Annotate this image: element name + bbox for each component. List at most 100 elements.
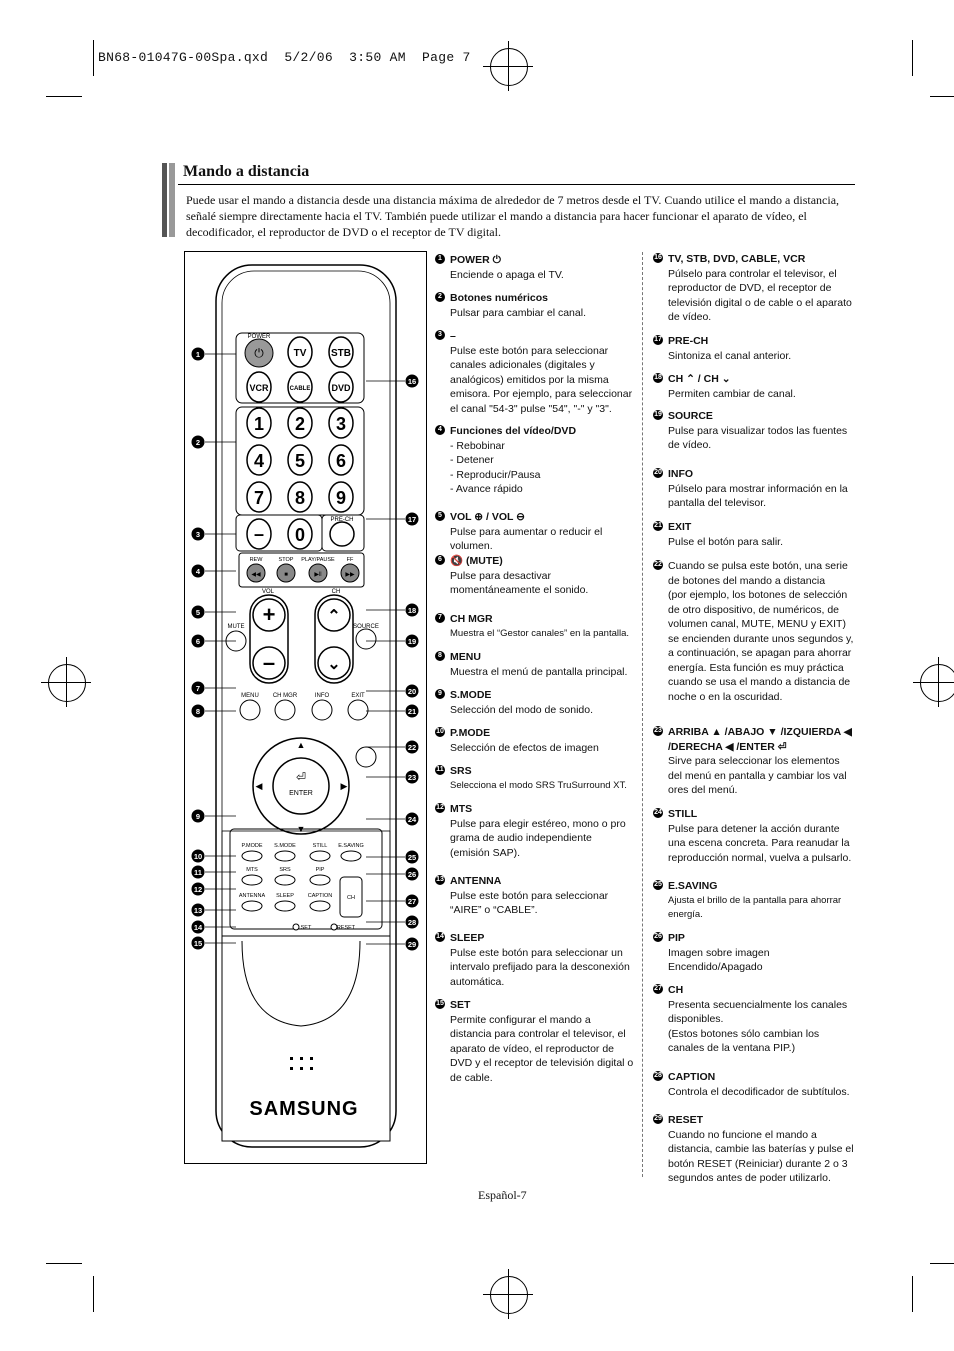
- rew-button[interactable]: [246, 563, 266, 583]
- callout-marker: [191, 936, 205, 950]
- item-text: pantalla del televisor.: [668, 497, 767, 509]
- tv-button: [287, 336, 313, 368]
- item-heading: –: [450, 330, 456, 342]
- pmode-button[interactable]: [241, 850, 263, 862]
- item-text: de otro dispositivo, de numéricos, de: [668, 603, 840, 616]
- callout-number: 11: [194, 868, 202, 877]
- digit-5-button[interactable]: [287, 444, 313, 476]
- svg-text:ENTER: ENTER: [289, 790, 313, 797]
- item-number: 10: [435, 727, 445, 737]
- reset-button[interactable]: [330, 923, 338, 931]
- item-heading: ANTENNA: [450, 875, 502, 887]
- stb-button: [328, 336, 354, 368]
- still-button[interactable]: [309, 850, 331, 862]
- item-text: Selección del modo de sonido.: [450, 703, 594, 716]
- item-heading: E.SAVING: [668, 880, 718, 892]
- digit-7-button[interactable]: [246, 481, 272, 513]
- srs-button[interactable]: [274, 874, 296, 886]
- pip-ch-button[interactable]: [339, 876, 363, 918]
- item-text: distancia para controlar el televisor, e…: [450, 1028, 626, 1040]
- item-heading: SLEEP: [450, 932, 485, 944]
- digit-label: 6: [336, 451, 346, 471]
- file-header: BN68-01047G-00Spa.qxd 5/2/06 3:50 AM Pag…: [98, 50, 471, 65]
- item-heading: SOURCE: [668, 410, 713, 422]
- item-heading: Funciones del vídeo/DVD: [450, 425, 577, 437]
- sleep-label: SLEEP: [276, 893, 294, 899]
- caption-button[interactable]: [309, 900, 331, 912]
- svg-text:▶ll: ▶ll: [314, 572, 321, 578]
- item-text: emisora. Por ejemplo, para seleccionar: [450, 388, 633, 400]
- esaving-button[interactable]: [340, 850, 362, 862]
- callout-number: 4: [196, 567, 201, 576]
- item-number: 16: [653, 253, 663, 263]
- item-heading: CH: [668, 984, 684, 996]
- stop-button[interactable]: [276, 563, 296, 583]
- svg-text:▶▶: ▶▶: [345, 572, 355, 578]
- digit-2-button[interactable]: [287, 407, 313, 439]
- item-number: 24: [653, 808, 663, 818]
- battery-cover: [221, 935, 391, 1142]
- item-text: Ajusta el brillo de la pantalla para aho…: [668, 894, 842, 906]
- item-text: televisión digital o de cable o el apara…: [668, 296, 852, 309]
- item-number: 7: [435, 613, 445, 623]
- item-text: de cable.: [450, 1071, 493, 1084]
- item-number: 19: [653, 410, 663, 420]
- playpause-button[interactable]: [308, 563, 328, 583]
- digit-6-button[interactable]: [328, 444, 354, 476]
- cable-button: [287, 371, 313, 403]
- item-text: energía.: [668, 909, 703, 920]
- smode-button[interactable]: [274, 850, 296, 862]
- item-text: Selecciona el modo SRS TruSurround XT.: [450, 779, 627, 791]
- item-text: (emisión SAP).: [450, 846, 521, 859]
- digit-1-button[interactable]: [246, 407, 272, 439]
- crop-mark: [912, 40, 913, 76]
- digit-4-button[interactable]: [246, 444, 272, 476]
- digit-label: 2: [295, 414, 305, 434]
- item-text: Pulse este botón para seleccionar un: [450, 946, 623, 959]
- callout-number: 17: [408, 515, 416, 524]
- digit-8-button[interactable]: [287, 481, 313, 513]
- page-number: Español-7: [478, 1188, 527, 1202]
- callout-number: 27: [408, 897, 416, 906]
- mts-button[interactable]: [241, 874, 263, 886]
- item-number: 6: [435, 555, 445, 565]
- ff-button[interactable]: [340, 563, 360, 583]
- callout-marker: [405, 850, 419, 864]
- item-number: 29: [653, 1114, 663, 1124]
- ff-label: FF: [347, 557, 354, 563]
- item-heading: VOL ⊕ / VOL ⊖: [450, 511, 525, 523]
- digit-3-button[interactable]: [328, 407, 354, 439]
- antenna-button[interactable]: [241, 900, 263, 912]
- svg-text:SET: SET: [301, 925, 312, 931]
- item-text: analógicos) emitidos por la misma: [450, 373, 609, 386]
- chmgr-button: [274, 699, 296, 721]
- registration-mark: [490, 48, 528, 86]
- item-text: Pulse este botón para seleccionar: [450, 344, 609, 357]
- item-text: cuando se usa el mando a distancia de: [668, 676, 851, 688]
- item-text: Muestra el “Gestor canales” en la pantal…: [450, 627, 630, 639]
- item-number: 27: [653, 984, 663, 994]
- callout-marker: [405, 867, 419, 881]
- item-text: de vídeo.: [668, 439, 712, 451]
- title-rule: [178, 184, 855, 185]
- item-text: Pulse el botón para salir.: [668, 535, 783, 548]
- pip-button[interactable]: [309, 874, 331, 886]
- sleep-button[interactable]: [274, 900, 296, 912]
- item-heading: INFO: [668, 468, 694, 480]
- item-number: 21: [653, 521, 663, 531]
- set-button[interactable]: [292, 923, 300, 931]
- item-text: “AIRE” o “CABLE”.: [450, 904, 538, 916]
- digit-9-button[interactable]: [328, 481, 354, 513]
- svg-text:⏎: ⏎: [296, 770, 306, 784]
- callout-marker: [405, 770, 419, 784]
- svg-text:DVD: DVD: [331, 383, 351, 393]
